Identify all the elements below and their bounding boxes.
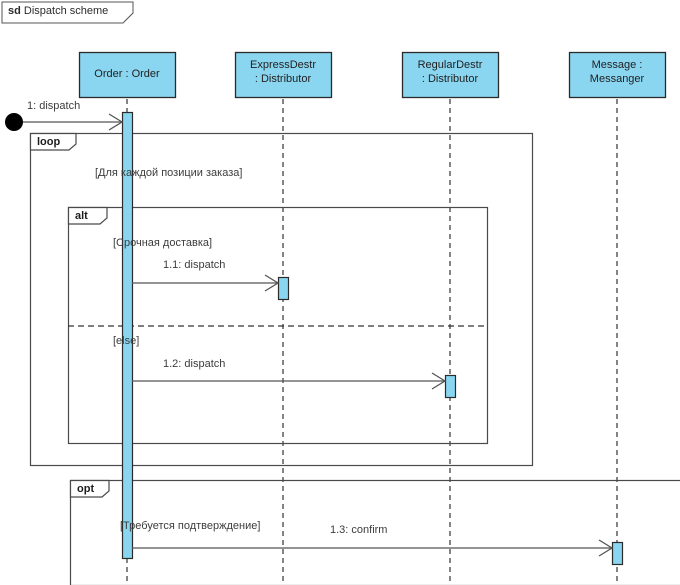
lifeline-label-order: Order : Order: [94, 68, 160, 80]
lifeline-box-message: [568, 51, 667, 99]
fragment-alt-guard-alt: [else]: [113, 335, 140, 347]
lifeline-label-regular: RegularDestr: Distributor: [417, 59, 483, 85]
lifeline-label-express-line2: : Distributor: [254, 73, 312, 85]
message-arrowhead-m11: [264, 274, 280, 292]
fragment-label-tab-opt: [69, 479, 110, 498]
regular-activation: [444, 374, 457, 399]
fragment-guard-opt: [Требуется подтверждение]: [120, 520, 261, 532]
lifeline-box-express: [234, 51, 333, 99]
message-arrowhead-m12: [431, 372, 447, 390]
found-message-start-icon: [5, 113, 23, 131]
fragment-box-opt: [69, 479, 680, 585]
message-arrowhead-m1: [108, 113, 124, 131]
message-arrows: [22, 113, 614, 557]
fragment-label-alt: alt: [75, 210, 88, 222]
message-label-m1: 1: dispatch: [27, 100, 81, 112]
frame-kind-keyword: sd: [8, 5, 21, 17]
fragment-label-loop: loop: [37, 136, 61, 148]
fragment-label-opt: opt: [77, 483, 95, 495]
lifeline-label-express: ExpressDestr: Distributor: [249, 59, 317, 85]
frame-title: sd Dispatch scheme: [8, 5, 108, 18]
fragment-guard-loop: [Для каждой позиции заказа]: [95, 167, 243, 179]
message-label-m12: 1.2: dispatch: [163, 358, 226, 370]
order-activation: [121, 111, 134, 560]
lifeline-label-message: Message :Messanger: [589, 59, 645, 85]
lifeline-head-boxes: [78, 51, 667, 99]
lifeline-label-regular-line2: : Distributor: [421, 73, 479, 85]
message-label-m11: 1.1: dispatch: [163, 259, 226, 271]
combined-fragments: [29, 132, 680, 585]
lifeline-label-message-line2: Messanger: [589, 73, 645, 85]
lifeline-box-regular: [401, 51, 500, 99]
message-arrowhead-m13: [598, 539, 614, 557]
message-label-m13: 1.3: confirm: [330, 524, 388, 536]
lifeline-box-order: [78, 51, 177, 99]
fragment-guard-alt: [Срочная доставка]: [113, 237, 213, 249]
express-activation: [277, 276, 290, 301]
fragment-label-tab-alt: [67, 206, 108, 225]
fragment-label-tab-loop: [29, 132, 77, 151]
fragment-box-loop: [29, 132, 534, 467]
message-activation: [611, 541, 624, 566]
frame-title-tab: [1, 1, 134, 24]
frame-title-text: Dispatch scheme: [23, 5, 109, 17]
activation-bars: [121, 111, 624, 566]
